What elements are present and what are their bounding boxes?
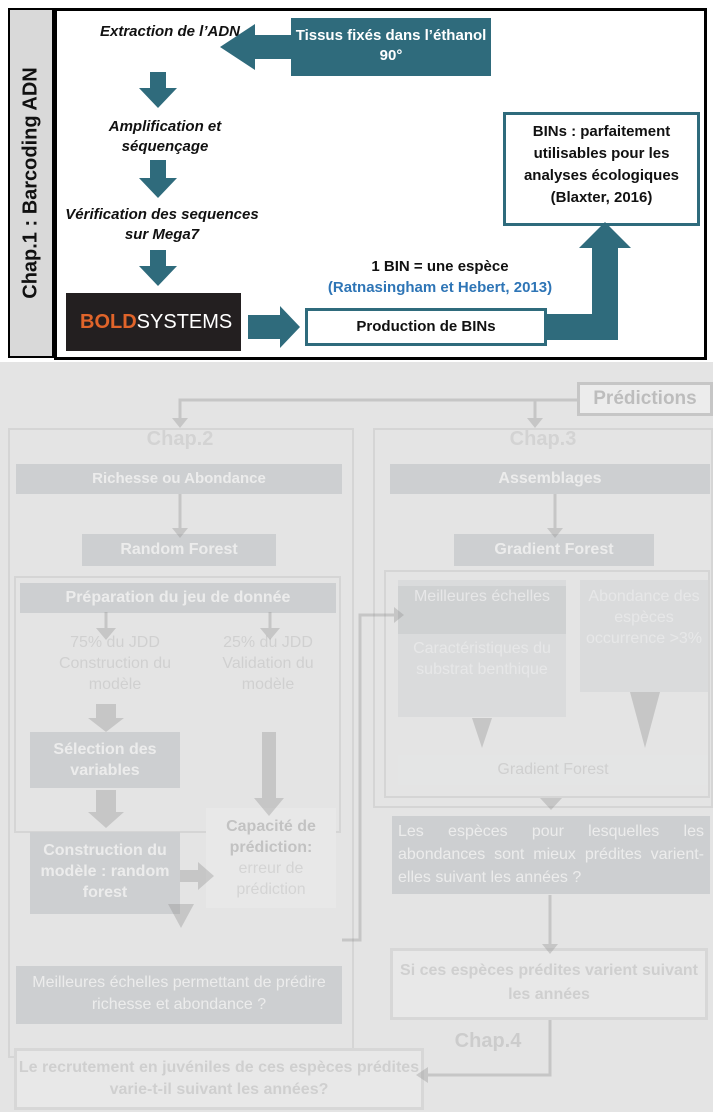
bold-logo-part2: SYSTEMS <box>136 311 233 333</box>
tissus-box: Tissus fixés dans l’éthanol 90° <box>291 18 491 76</box>
arrow-bold-to-production <box>248 306 300 348</box>
selection-box: Sélection des variables <box>30 732 180 788</box>
predictions-box: Prédictions <box>577 382 713 416</box>
meilleures-echelles-box: Meilleures échelles permettant de prédir… <box>16 966 342 1024</box>
chap3-title: Chap.3 <box>509 428 577 450</box>
chap2-title: Chap.2 <box>146 428 214 450</box>
random-forest-box: Random Forest <box>82 534 276 566</box>
arrow-down-1 <box>139 72 177 108</box>
chap4-label: Chap.4 <box>454 1030 522 1052</box>
arrow-pred-to-chap2 <box>178 398 577 420</box>
chap3-panel <box>373 428 713 808</box>
preparation-box: Préparation du jeu de donnée <box>20 583 336 613</box>
gradient-forest-box: Gradient Forest <box>454 534 654 566</box>
assemblages-box: Assemblages <box>390 464 710 494</box>
meilleures-group <box>398 580 566 717</box>
capacite-title: Capacité de prédiction: <box>226 818 316 856</box>
production-bins-box: Production de BINs <box>305 308 547 346</box>
bins-result-box: BINs : parfaitement utilisables pour les… <box>503 112 700 226</box>
boldsystems-logo: BOLDSYSTEMS <box>66 293 241 351</box>
arrow-chap2-to-chap3 <box>342 613 396 942</box>
bin-citation: (Ratnasingham et Hebert, 2013) <box>327 279 553 296</box>
especes-box: Les espèces pour lesquelles les abondanc… <box>392 816 710 894</box>
chap1-sidebar: Chap.1 : Barcoding ADN <box>8 8 54 358</box>
chap2-panel <box>8 428 354 1058</box>
caracteristiques-text: Caractéristiques du substrat benthique <box>413 640 551 678</box>
meilleures-text: Meilleures échelles <box>398 586 566 634</box>
arrow-down-2 <box>139 160 177 198</box>
step-verification: Vérification des sequences sur Mega7 <box>65 206 259 243</box>
faded-section: Prédictions Chap.2 Richesse ou Abondance… <box>0 362 713 1112</box>
abondance-group: Abondance des espèces occurrence >3% <box>580 580 708 692</box>
gradient-forest2-box: Gradient Forest <box>398 755 708 785</box>
arrow-si-to-recrutement <box>426 1020 552 1077</box>
si-especes-box: Si ces espèces prédites varient suivant … <box>390 948 708 1020</box>
step-extraction: Extraction de l’ADN <box>99 23 241 40</box>
recrutement-box: Le recrutement en juvéniles de ces espèc… <box>14 1048 424 1110</box>
chap1-frame <box>54 8 707 360</box>
arrow-tissus-to-extraction <box>220 24 291 70</box>
random-forest-panel <box>14 576 341 833</box>
bin-equation: 1 BIN = une espèce <box>371 258 509 275</box>
bold-logo-part1: BOLD <box>80 311 137 333</box>
jdd25-text: 25% du JDD Validation du modèle <box>222 634 314 693</box>
gradient-forest-panel <box>384 570 710 798</box>
richesse-box: Richesse ou Abondance <box>16 464 342 494</box>
step-amplification: Amplification et séquençage <box>108 118 222 155</box>
abondance-text: Abondance des espèces occurrence >3% <box>585 588 703 647</box>
jdd75-text: 75% du JDD Construction du modèle <box>58 634 172 693</box>
arrow-production-to-bins <box>547 222 631 340</box>
arrow-down-3 <box>139 250 177 286</box>
capacite-box: Capacité de prédiction: erreur de prédic… <box>206 808 336 908</box>
capacite-sub: erreur de prédiction <box>236 860 306 898</box>
construction-box: Construction du modèle : random forest <box>30 832 180 914</box>
